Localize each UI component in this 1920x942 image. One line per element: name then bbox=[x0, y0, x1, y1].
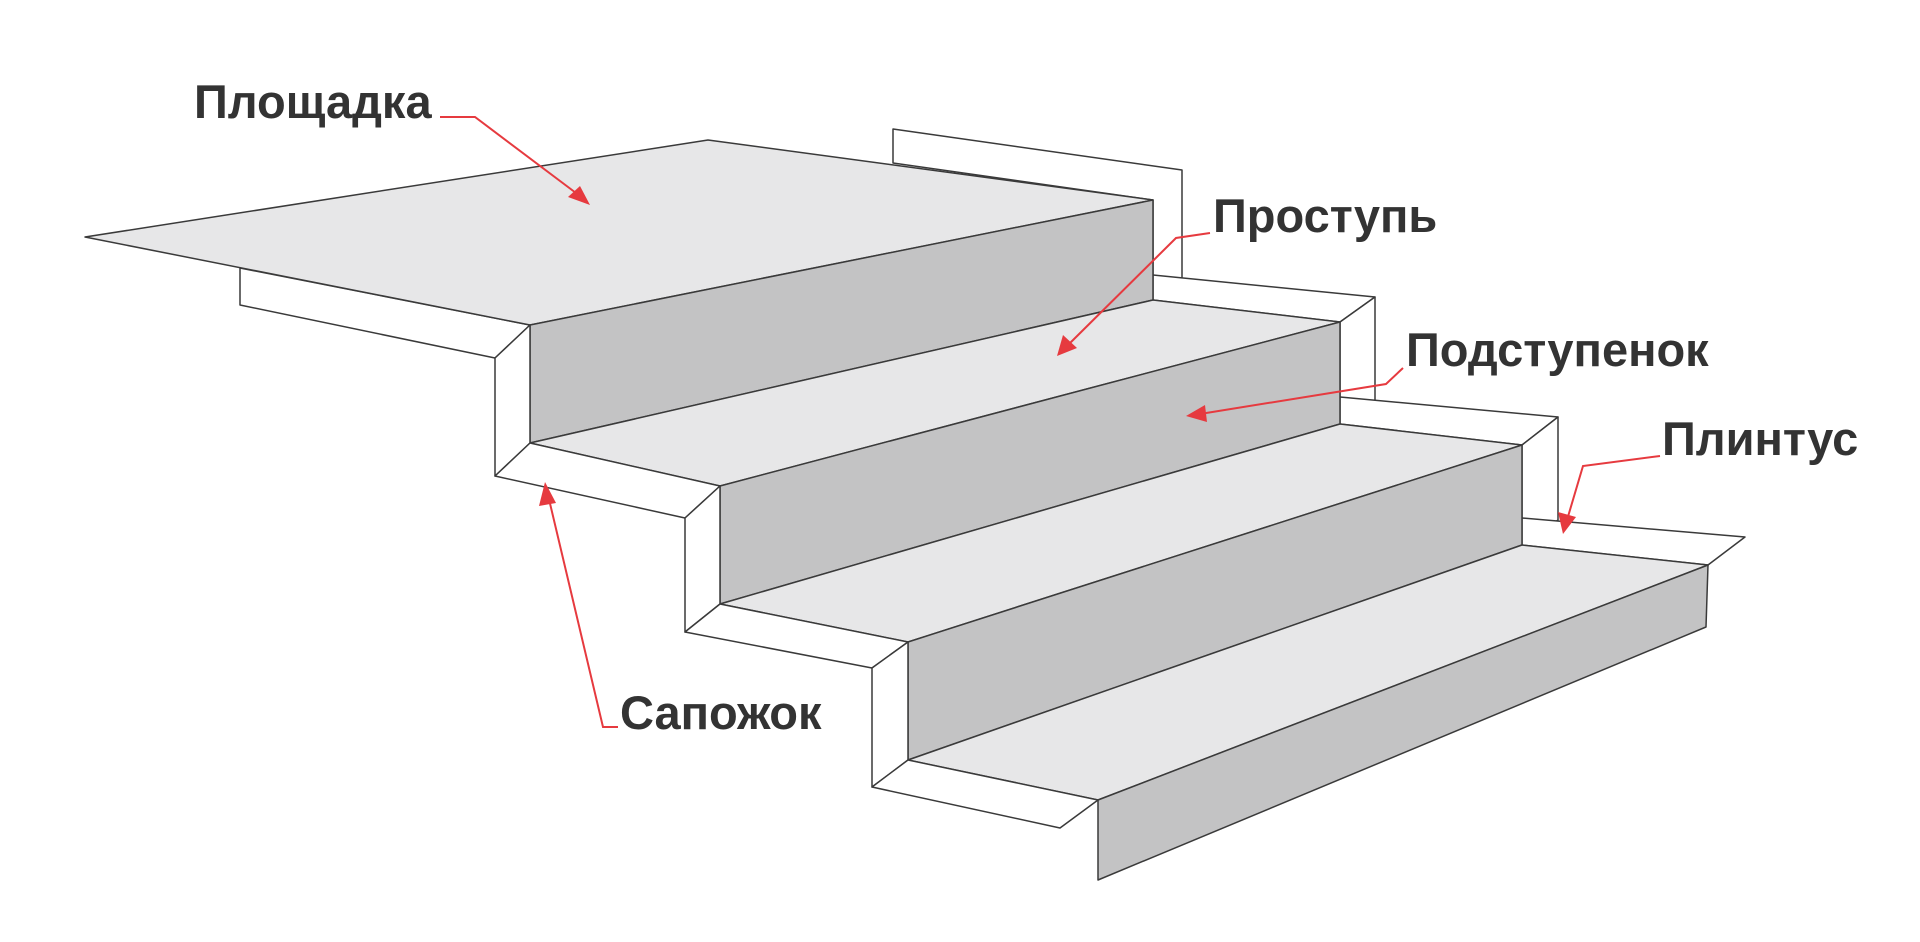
label-skirt: Сапожок bbox=[620, 686, 822, 739]
leader-skirt bbox=[539, 482, 618, 728]
leader-riser bbox=[1186, 367, 1404, 422]
leader-tread bbox=[1057, 232, 1211, 356]
side-skirt bbox=[494, 324, 1099, 829]
skirt-tread-3 bbox=[871, 759, 1099, 829]
label-tread: Проступь bbox=[1213, 189, 1437, 242]
label-landing: Площадка bbox=[194, 75, 432, 128]
label-baseboard: Плинтус bbox=[1662, 412, 1858, 465]
leader-landing bbox=[440, 116, 590, 205]
riser-4 bbox=[1097, 564, 1709, 881]
label-riser: Подступенок bbox=[1406, 323, 1709, 376]
step-4 bbox=[1097, 564, 1709, 881]
leader-baseboard bbox=[1558, 455, 1661, 534]
